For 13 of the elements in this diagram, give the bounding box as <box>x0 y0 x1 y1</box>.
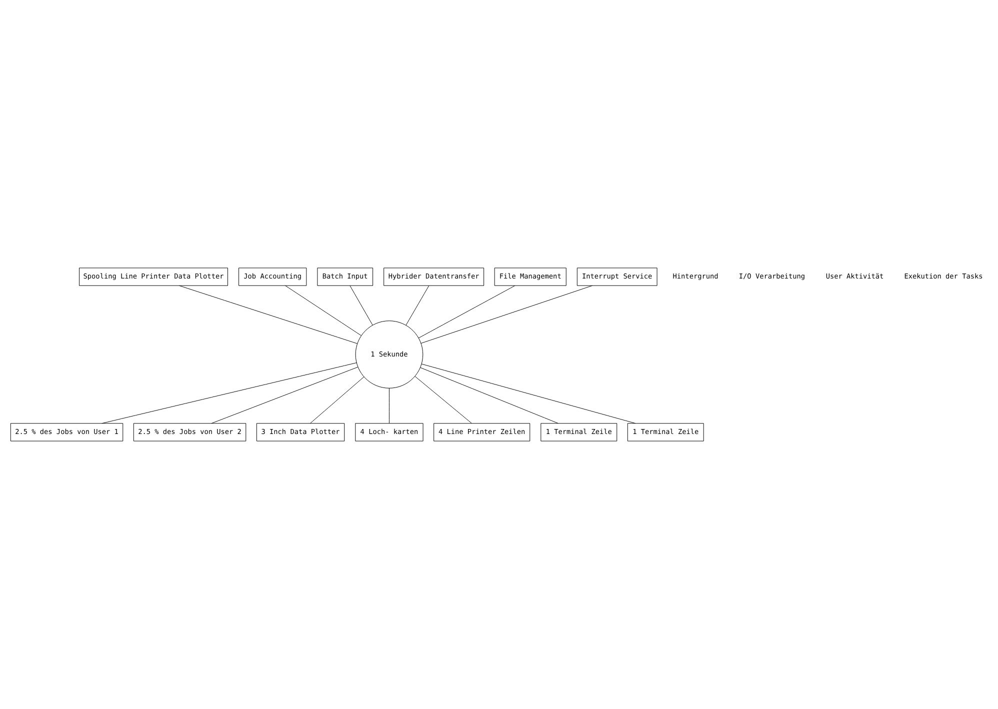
connector <box>285 285 362 336</box>
connector <box>414 376 472 424</box>
connector <box>310 376 364 424</box>
connector <box>418 285 516 338</box>
connector <box>420 367 558 424</box>
connector <box>421 364 636 424</box>
connector <box>102 362 357 424</box>
connector <box>178 285 358 344</box>
connector <box>388 388 390 424</box>
connector <box>211 366 358 424</box>
connector <box>350 285 373 326</box>
connector <box>406 285 430 326</box>
connector <box>420 285 593 344</box>
